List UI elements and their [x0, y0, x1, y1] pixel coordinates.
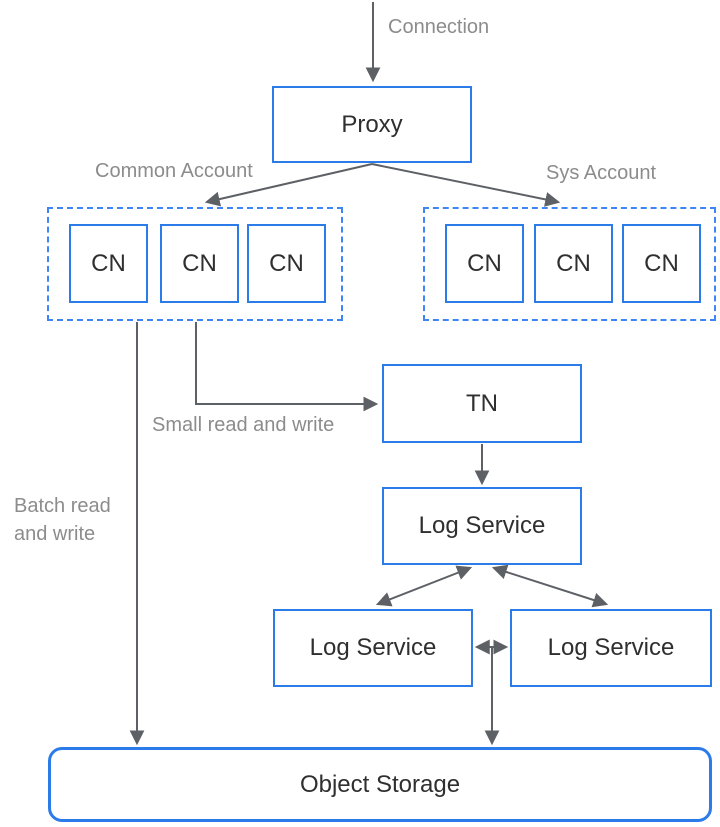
cn-node-label: CN	[91, 249, 126, 277]
log-service-node: Log Service	[382, 487, 582, 565]
log-service-node-label: Log Service	[547, 634, 675, 661]
cn-node: CN	[247, 224, 326, 303]
log-to-log-left-arrow	[375, 565, 473, 607]
cn-node: CN	[622, 224, 701, 303]
proxy-node: Proxy	[272, 86, 472, 163]
common-account-group: CN CN CN	[47, 207, 343, 321]
log-service-node: Log Service	[273, 609, 473, 687]
cn-node: CN	[534, 224, 613, 303]
cn-node: CN	[445, 224, 524, 303]
small-read-write-arrow	[195, 322, 379, 412]
cn-node-label: CN	[644, 249, 679, 277]
object-storage-node-label: Object Storage	[299, 770, 461, 798]
log-service-node-label: Log Service	[418, 512, 546, 539]
common-account-label: Common Account	[95, 160, 253, 182]
batch-read-write-label: Batch read and write	[14, 495, 111, 545]
log-service-node-label: Log Service	[309, 634, 437, 661]
cn-node: CN	[160, 224, 239, 303]
proxy-node-label: Proxy	[341, 110, 403, 138]
connection-label: Connection	[388, 16, 490, 38]
tn-node-label: TN	[466, 389, 498, 417]
cn-node: CN	[69, 224, 148, 303]
sys-account-group: CN CN CN	[423, 207, 716, 321]
cn-node-label: CN	[182, 249, 217, 277]
cn-node-label: CN	[556, 249, 591, 277]
log-service-node: Log Service	[510, 609, 712, 687]
tn-node: TN	[382, 364, 582, 443]
sys-account-label: Sys Account	[546, 162, 657, 184]
log-to-log-right-arrow	[491, 564, 609, 608]
small-read-write-label: Small read and write	[152, 414, 335, 436]
object-storage-node: Object Storage	[48, 747, 712, 822]
cn-node-label: CN	[269, 249, 304, 277]
proxy-to-sys-arrow	[371, 163, 561, 207]
cn-node-label: CN	[467, 249, 502, 277]
